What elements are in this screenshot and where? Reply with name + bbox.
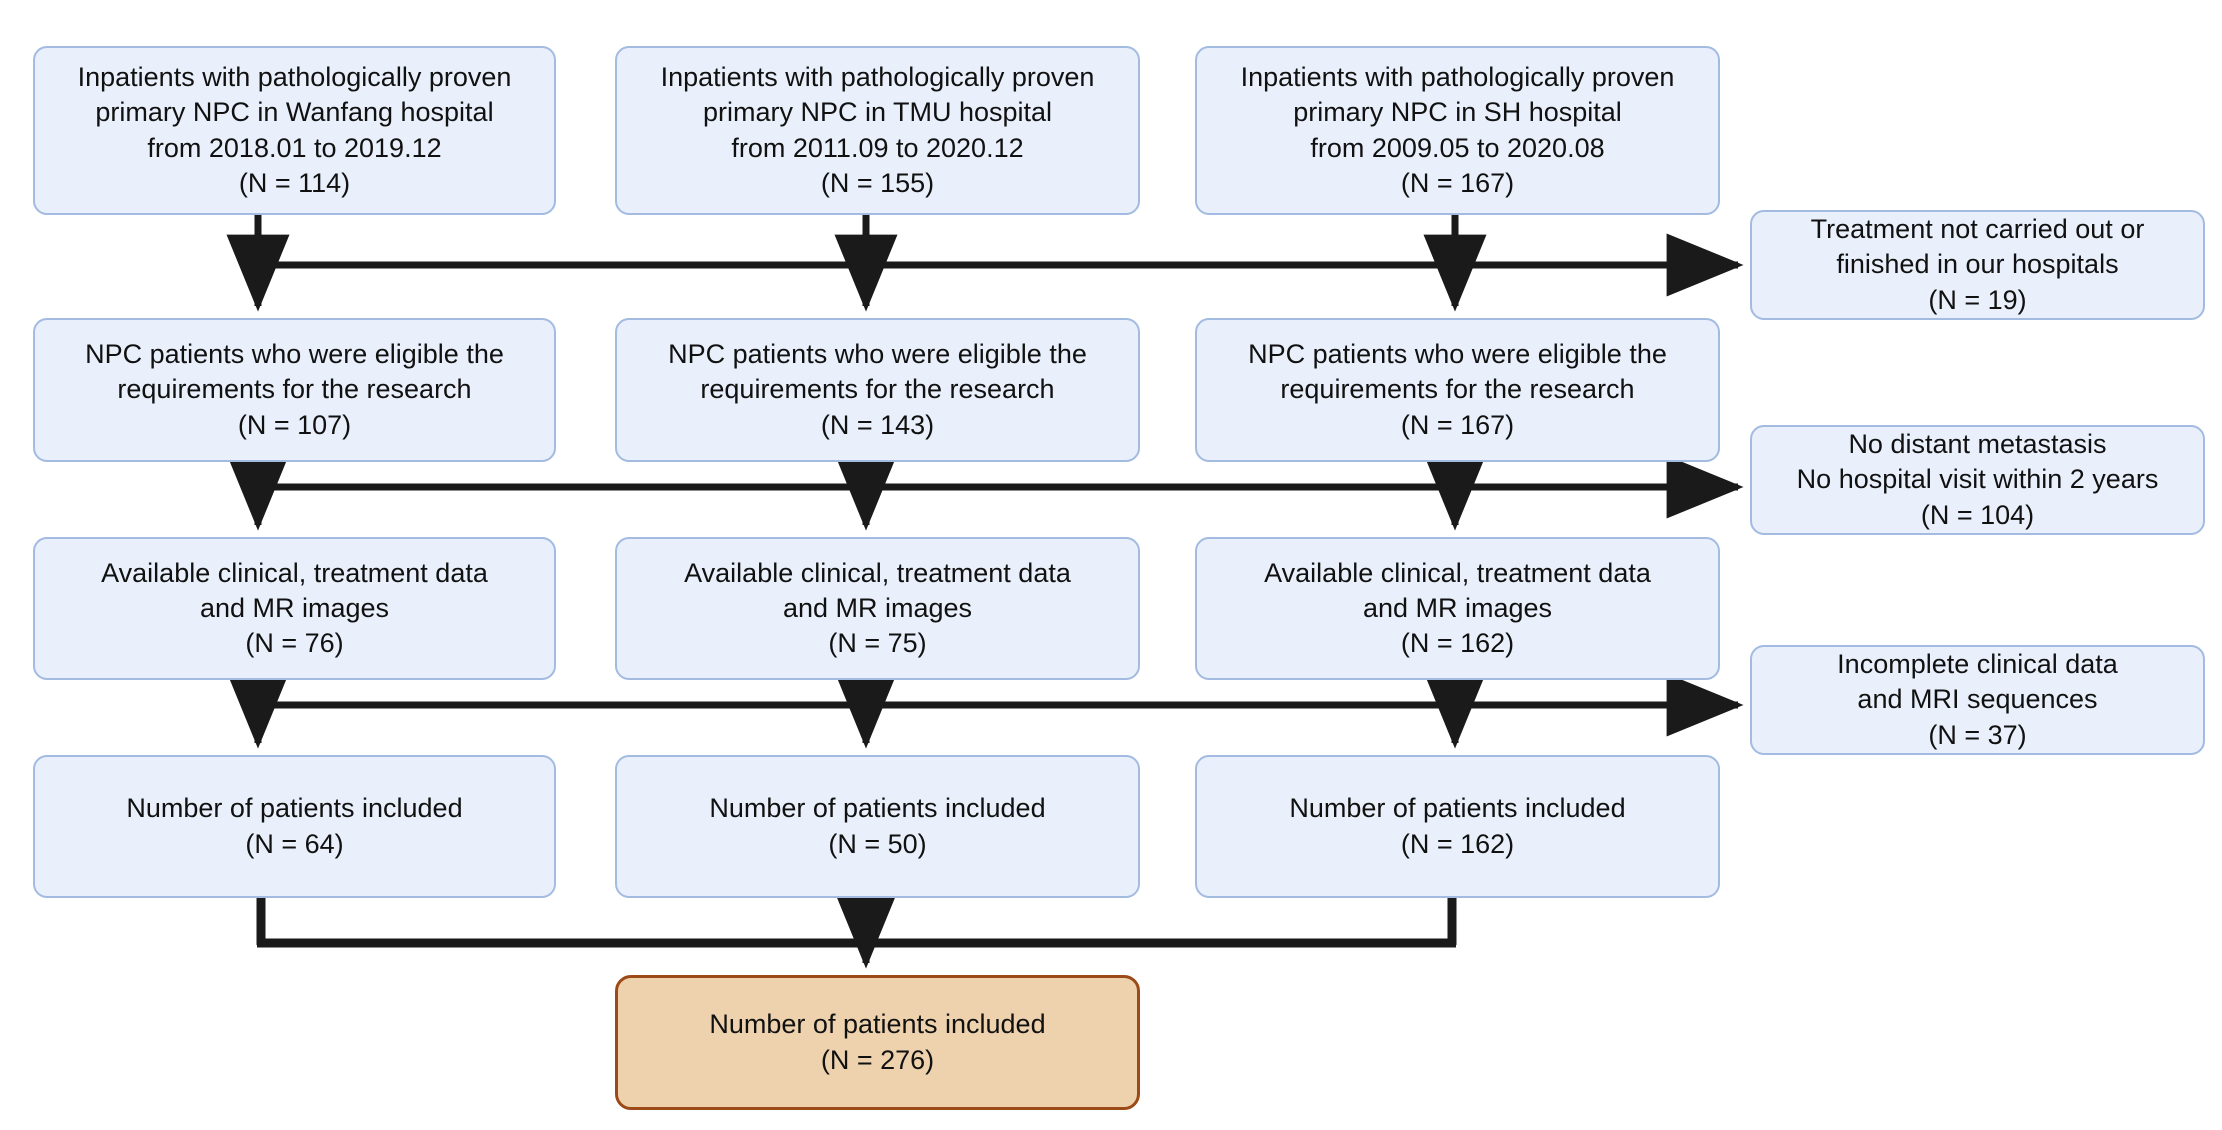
exclusion-incomplete-label: Incomplete clinical data and MRI sequenc… (1837, 649, 2118, 750)
eligible-wanfang-label: NPC patients who were eligible the requi… (85, 339, 504, 440)
exclusion-incomplete-node[interactable]: Incomplete clinical data and MRI sequenc… (1750, 645, 2205, 755)
available-tmu-label: Available clinical, treatment data and M… (684, 557, 1071, 659)
included-tmu-label: Number of patients included (N = 50) (709, 793, 1046, 859)
included-tmu-node[interactable]: Number of patients included (N = 50) (615, 755, 1140, 898)
exclusion-metastasis-label: No distant metastasis No hospital visit … (1796, 429, 2159, 530)
source-tmu-label: Inpatients with pathologically proven pr… (660, 62, 1095, 198)
total-included-label: Number of patients included (N = 276) (709, 1009, 1046, 1075)
available-sh-node[interactable]: Available clinical, treatment data and M… (1195, 537, 1720, 680)
available-wanfang-node[interactable]: Available clinical, treatment data and M… (33, 537, 556, 680)
source-sh-label: Inpatients with pathologically proven pr… (1240, 62, 1675, 198)
eligible-tmu-node[interactable]: NPC patients who were eligible the requi… (615, 318, 1140, 462)
exclusion-treatment-label: Treatment not carried out or finished in… (1810, 214, 2145, 315)
connector-merge (256, 891, 1457, 969)
available-tmu-node[interactable]: Available clinical, treatment data and M… (615, 537, 1140, 680)
exclusion-treatment-node[interactable]: Treatment not carried out or finished in… (1750, 210, 2205, 320)
eligible-wanfang-node[interactable]: NPC patients who were eligible the requi… (33, 318, 556, 462)
source-tmu-node[interactable]: Inpatients with pathologically proven pr… (615, 46, 1140, 215)
source-sh-node[interactable]: Inpatients with pathologically proven pr… (1195, 46, 1720, 215)
included-wanfang-label: Number of patients included (N = 64) (126, 793, 463, 859)
source-wanfang-node[interactable]: Inpatients with pathologically proven pr… (33, 46, 556, 215)
eligible-tmu-label: NPC patients who were eligible the requi… (668, 339, 1087, 440)
included-wanfang-node[interactable]: Number of patients included (N = 64) (33, 755, 556, 898)
included-sh-label: Number of patients included (N = 162) (1289, 793, 1626, 859)
exclusion-metastasis-node[interactable]: No distant metastasis No hospital visit … (1750, 425, 2205, 535)
available-sh-label: Available clinical, treatment data and M… (1264, 557, 1651, 659)
source-wanfang-label: Inpatients with pathologically proven pr… (77, 62, 512, 198)
available-wanfang-label: Available clinical, treatment data and M… (101, 557, 488, 659)
included-sh-node[interactable]: Number of patients included (N = 162) (1195, 755, 1720, 898)
eligible-sh-label: NPC patients who were eligible the requi… (1248, 339, 1667, 440)
total-included-node[interactable]: Number of patients included (N = 276) (615, 975, 1140, 1110)
eligible-sh-node[interactable]: NPC patients who were eligible the requi… (1195, 318, 1720, 462)
